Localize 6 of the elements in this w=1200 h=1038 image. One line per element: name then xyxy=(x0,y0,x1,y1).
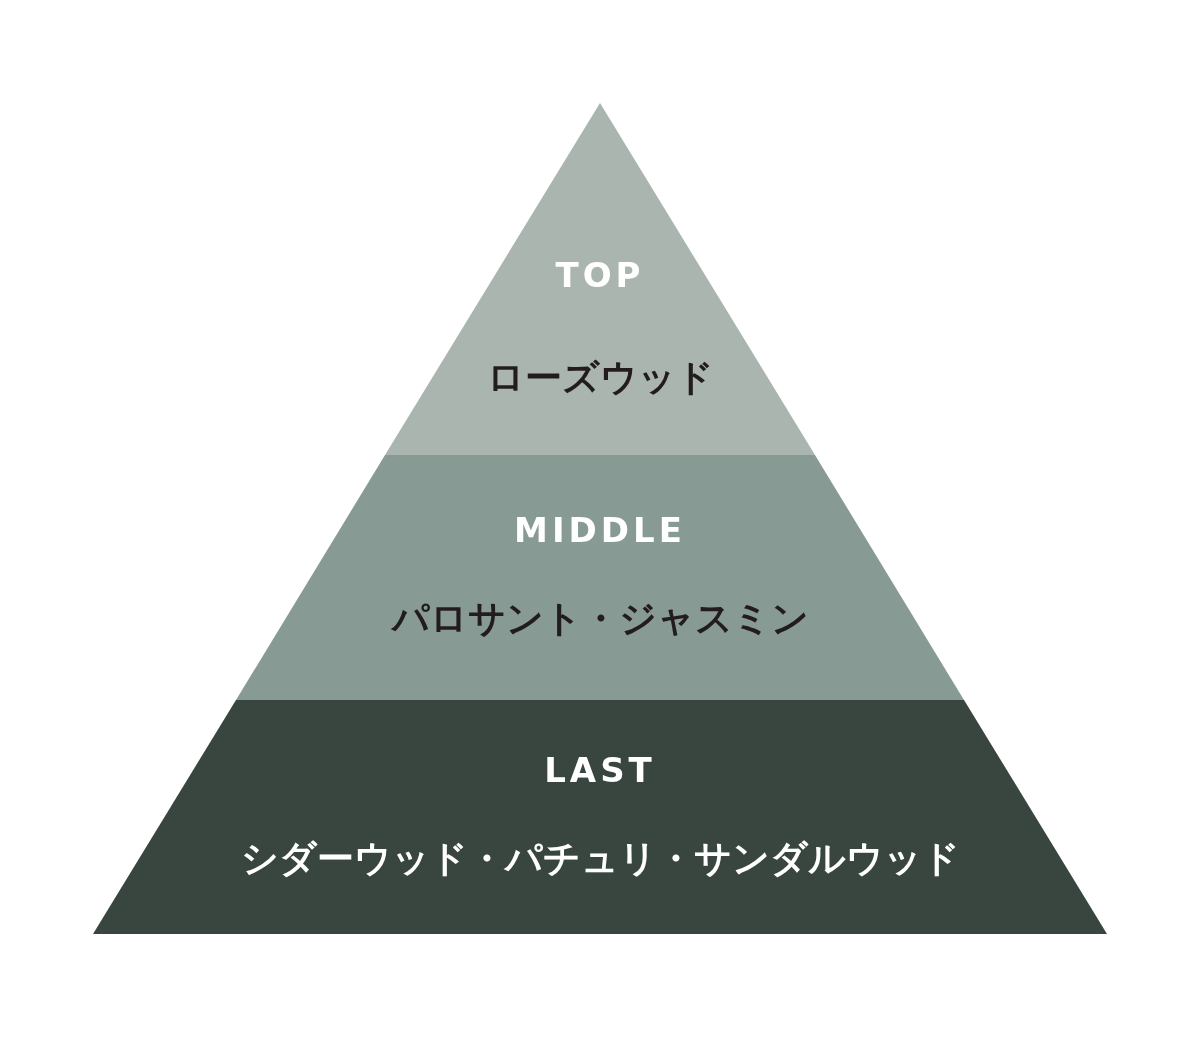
tier-label: シダーウッド・パチュリ・サンダルウッド xyxy=(240,836,960,882)
tier-heading: TOP xyxy=(555,255,645,295)
tier-label: ローズウッド xyxy=(486,355,714,401)
tier-label: パロサント・ジャスミン xyxy=(391,596,809,642)
tier-heading: LAST xyxy=(544,750,656,790)
tier-heading: MIDDLE xyxy=(514,510,686,550)
